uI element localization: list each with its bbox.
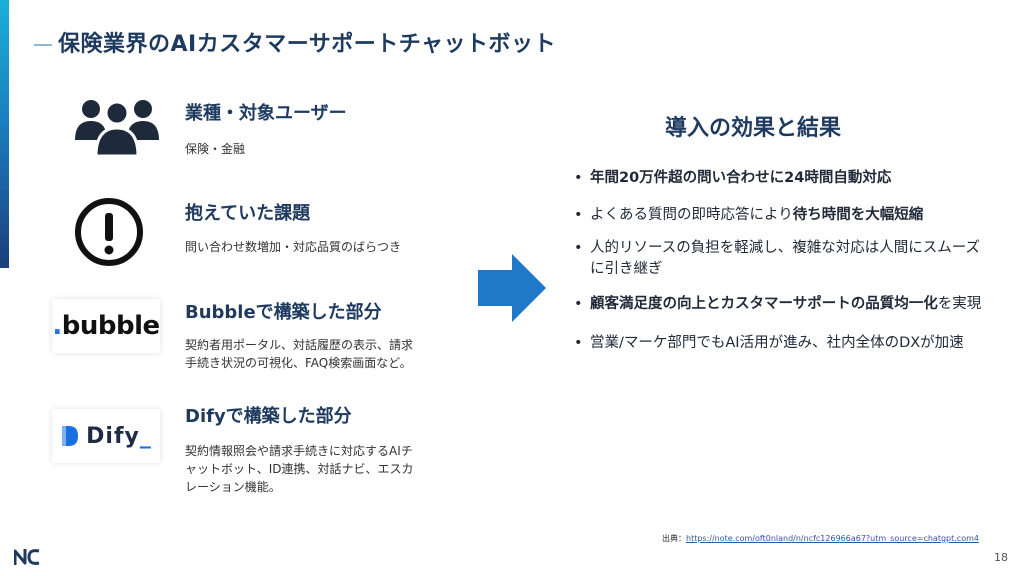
item-body-bubble: 契約者用ポータル、対話履歴の表示、請求 手続き状況の可視化、FAQ検索画面など。: [185, 336, 413, 372]
item-body-issue: 問い合わせ数増加・対応品質のばらつき: [185, 240, 402, 254]
item-body-dify-line: ャットボット、ID連携、対話ナビ、エスカ: [185, 462, 414, 476]
item-heading-industry: 業種・対象ユーザー: [185, 103, 347, 124]
effects-title: 導入の効果と結果: [664, 116, 841, 141]
effect-item: 顧客満足度の向上とカスタマーサポートの品質均一化を実現: [574, 294, 984, 315]
dify-logo-text: Dify: [86, 423, 140, 449]
dify-mark-icon: [62, 426, 79, 446]
source-link[interactable]: https://note.com/oft0nland/n/ncfc126966a…: [686, 534, 979, 543]
source-label: 出典：: [662, 534, 686, 543]
effect-item-text: 営業/マーケ部門でもAI活用が進み、社内全体のDXが加速: [590, 335, 964, 351]
effect-item-text: 年間20万件超の問い合わせに24時間自動対応: [590, 170, 892, 186]
users-icon: [72, 96, 162, 158]
effect-item: 人的リソースの負担を軽減し、複雑な対応は人間にスムーズに引き継ぎ: [574, 238, 984, 280]
company-logo-icon: [13, 548, 40, 570]
effect-item: 営業/マーケ部門でもAI活用が進み、社内全体のDXが加速: [574, 333, 984, 354]
exclamation-circle-icon: [73, 196, 145, 268]
item-heading-issue: 抱えていた課題: [185, 203, 311, 224]
item-body-dify-line: 契約情報照会や請求手続きに対応するAIチ: [185, 444, 413, 458]
effect-item-text: よくある質問の即時応答により: [590, 207, 793, 223]
item-heading-dify: Difyで構築した部分: [185, 406, 352, 427]
slide-title: 保険業界のAIカスタマーサポートチャットボット: [58, 32, 557, 57]
accent-bar: [0, 0, 9, 268]
effect-item: 年間20万件超の問い合わせに24時間自動対応: [574, 168, 984, 189]
effect-item-text: 顧客満足度の向上とカスタマーサポートの品質均一化: [590, 296, 938, 312]
item-heading-bubble: Bubbleで構築した部分: [185, 302, 382, 323]
page-number: 18: [994, 551, 1008, 564]
effect-item-text: 待ち時間を大幅短縮: [792, 207, 924, 223]
bubble-logo-text: bubble: [61, 311, 160, 341]
item-body-dify: 契約情報照会や請求手続きに対応するAIチ ャットボット、ID連携、対話ナビ、エス…: [185, 442, 414, 496]
effect-item-text: を実現: [937, 296, 982, 312]
item-body-industry: 保険・金融: [185, 142, 246, 156]
effect-item-text: 人的リソースの負担を軽減し、複雑な対応は人間にスムーズに引き継ぎ: [590, 240, 981, 277]
effects-list: 年間20万件超の問い合わせに24時間自動対応よくある質問の即時応答により待ち時間…: [574, 168, 984, 354]
effect-item: よくある質問の即時応答により待ち時間を大幅短縮: [574, 205, 984, 226]
item-body-dify-line: レーション機能。: [185, 480, 281, 494]
item-body-bubble-line: 手続き状況の可視化、FAQ検索画面など。: [185, 356, 412, 370]
right-arrow-icon: [476, 252, 548, 328]
bubble-logo: .bubble: [52, 299, 160, 353]
title-dash: [34, 44, 52, 46]
source-citation: 出典：https://note.com/oft0nland/n/ncfc1269…: [662, 533, 979, 544]
dify-logo: Dify_: [52, 409, 160, 463]
item-body-bubble-line: 契約者用ポータル、対話履歴の表示、請求: [185, 338, 414, 352]
